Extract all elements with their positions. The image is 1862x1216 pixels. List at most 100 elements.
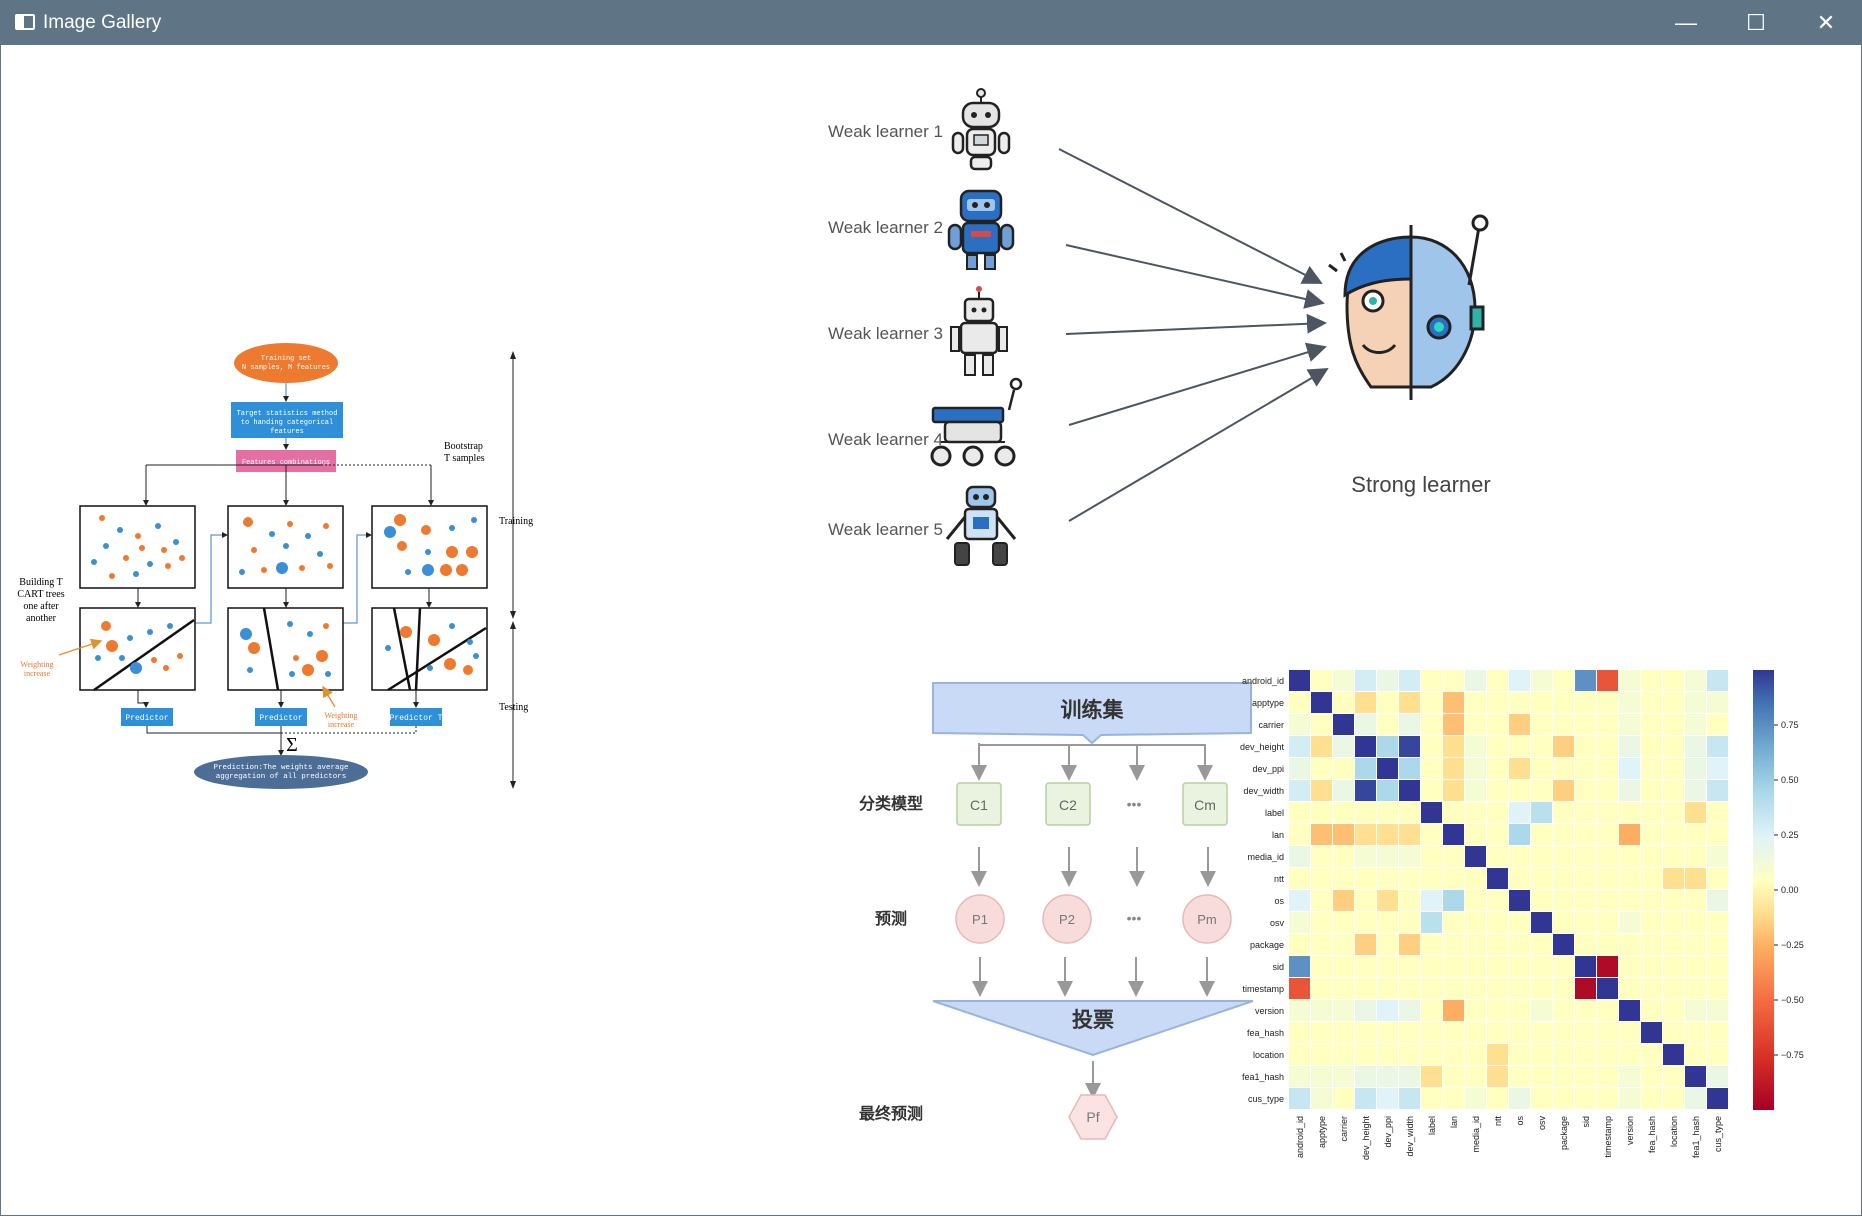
heatmap-cell-apptype-version [1619, 692, 1640, 713]
heatmap-cell-dev_width-carrier [1333, 780, 1354, 801]
heatmap-cell-fea_hash-dev_ppi [1377, 1022, 1398, 1043]
heatmap-cell-carrier-ntt [1487, 714, 1508, 735]
heatmap-cell-package-os [1509, 934, 1530, 955]
heatmap-cell-label-lan [1443, 802, 1464, 823]
heatmap-cell-version-package [1553, 1000, 1574, 1021]
heatmap-cell-lan-sid [1575, 824, 1596, 845]
svg-text:Predictor: Predictor [125, 714, 168, 723]
heatmap-cell-lan-cus_type [1707, 824, 1728, 845]
heatmap-cell-package-location [1663, 934, 1684, 955]
weighting-increase-2a: Weighting [324, 711, 357, 720]
ensemble-learning-diagram[interactable]: Weak learner 1 Weak learner 2 Weak learn… [811, 75, 1571, 635]
heatmap-cell-fea_hash-media_id [1465, 1022, 1486, 1043]
heatmap-cell-os-package [1553, 890, 1574, 911]
heatmap-cell-dev_ppi-media_id [1465, 758, 1486, 779]
heatmap-cell-apptype-os [1509, 692, 1530, 713]
heatmap-cell-dev_ppi-fea_hash [1641, 758, 1662, 779]
heatmap-cell-dev_height-sid [1575, 736, 1596, 757]
heatmap-cell-label-timestamp [1597, 802, 1618, 823]
heatmap-cell-dev_width-cus_type [1707, 780, 1728, 801]
heatmap-cell-cus_type-version [1619, 1088, 1640, 1109]
heatmap-cell-fea1_hash-lan [1443, 1066, 1464, 1087]
heatmap-cell-dev_width-fea_hash [1641, 780, 1662, 801]
heatmap-row-label-lan: lan [1272, 830, 1284, 840]
heatmap-cell-location-sid [1575, 1044, 1596, 1065]
heatmap-cell-android_id-fea_hash [1641, 670, 1662, 691]
maximize-button[interactable]: ☐ [1721, 1, 1791, 45]
heatmap-cell-sid-lan [1443, 956, 1464, 977]
heatmap-row-label-location: location [1253, 1050, 1284, 1060]
model-cm-node [1182, 782, 1228, 826]
heatmap-cell-sid-os [1509, 956, 1530, 977]
svg-text:aggregation of all predictors: aggregation of all predictors [216, 773, 347, 781]
heatmap-cell-fea1_hash-dev_width [1399, 1066, 1420, 1087]
heatmap-cell-label-label [1421, 802, 1442, 823]
heatmap-cell-osv-sid [1575, 912, 1596, 933]
heatmap-cell-package-fea_hash [1641, 934, 1662, 955]
heatmap-cell-osv-dev_height [1355, 912, 1376, 933]
samples-features-label: N samples, M features [242, 364, 330, 372]
heatmap-cell-dev_width-timestamp [1597, 780, 1618, 801]
heatmap-cell-package-dev_height [1355, 934, 1376, 955]
heatmap-cell-label-carrier [1333, 802, 1354, 823]
title-bar[interactable]: Image Gallery — ☐ ✕ [1, 1, 1861, 45]
heatmap-cell-ntt-label [1421, 868, 1442, 889]
heatmap-cell-ntt-location [1663, 868, 1684, 889]
heatmap-cell-android_id-dev_width [1399, 670, 1420, 691]
predictor-t-node [390, 708, 442, 726]
heatmap-cell-android_id-location [1663, 670, 1684, 691]
heatmap-cell-media_id-android_id [1289, 846, 1310, 867]
heatmap-cell-lan-location [1663, 824, 1684, 845]
heatmap-cell-dev_width-media_id [1465, 780, 1486, 801]
heatmap-cell-dev_ppi-ntt [1487, 758, 1508, 779]
heatmap-cell-os-sid [1575, 890, 1596, 911]
svg-text:P1: P1 [972, 912, 988, 927]
heatmap-cell-carrier-lan [1443, 714, 1464, 735]
training-set-label: Training set [261, 355, 311, 363]
heatmap-cell-media_id-location [1663, 846, 1684, 867]
minimize-button[interactable]: — [1651, 1, 1721, 45]
heatmap-cell-dev_height-osv [1531, 736, 1552, 757]
heatmap-cell-package-fea1_hash [1685, 934, 1706, 955]
heatmap-cell-cus_type-sid [1575, 1088, 1596, 1109]
weak-learner-label-5: Weak learner 5 [828, 520, 943, 539]
heatmap-cell-dev_ppi-package [1553, 758, 1574, 779]
heatmap-row-label-dev_width: dev_width [1243, 786, 1284, 796]
heatmap-cell-timestamp-dev_width [1399, 978, 1420, 999]
heatmap-cell-lan-dev_ppi [1377, 824, 1398, 845]
boosting-flow-diagram[interactable]: Training set N samples, M features Targe… [1, 335, 561, 905]
heatmap-cell-ntt-dev_height [1355, 868, 1376, 889]
heatmap-cell-media_id-sid [1575, 846, 1596, 867]
heatmap-cell-media_id-dev_height [1355, 846, 1376, 867]
heatmap-cell-version-media_id [1465, 1000, 1486, 1021]
predictor-2-node [255, 708, 307, 726]
strong-learner-label: Strong learner [1351, 472, 1490, 497]
heatmap-col-label-osv: osv [1537, 1116, 1547, 1131]
heatmap-cell-label-sid [1575, 802, 1596, 823]
target-statistics-node [231, 402, 343, 438]
heatmap-cell-sid-dev_height [1355, 956, 1376, 977]
heatmap-cell-ntt-media_id [1465, 868, 1486, 889]
heatmap-cell-timestamp-ntt [1487, 978, 1508, 999]
heatmap-cell-cus_type-lan [1443, 1088, 1464, 1109]
gallery-canvas: Training set N samples, M features Targe… [1, 45, 1861, 1215]
heatmap-cell-os-dev_height [1355, 890, 1376, 911]
voting-ensemble-diagram[interactable]: 训练集 分类模型 预测 最终预测 C1 C2 ••• Cm [841, 635, 1261, 1175]
heatmap-cell-fea_hash-label [1421, 1022, 1442, 1043]
heatmap-cell-fea1_hash-cus_type [1707, 1066, 1728, 1087]
heatmap-cell-sid-apptype [1311, 956, 1332, 977]
heatmap-cell-sid-dev_width [1399, 956, 1420, 977]
heatmap-cell-sid-fea_hash [1641, 956, 1662, 977]
heatmap-cell-os-fea_hash [1641, 890, 1662, 911]
heatmap-cell-fea1_hash-ntt [1487, 1066, 1508, 1087]
close-button[interactable]: ✕ [1791, 1, 1861, 45]
predictor-1-node [121, 708, 173, 726]
heatmap-cell-ntt-cus_type [1707, 868, 1728, 889]
heatmap-cell-fea_hash-carrier [1333, 1022, 1354, 1043]
heatmap-cell-apptype-sid [1575, 692, 1596, 713]
heatmap-cell-cus_type-apptype [1311, 1088, 1332, 1109]
weak-learner-label-4: Weak learner 4 [828, 430, 943, 449]
heatmap-cell-cus_type-label [1421, 1088, 1442, 1109]
